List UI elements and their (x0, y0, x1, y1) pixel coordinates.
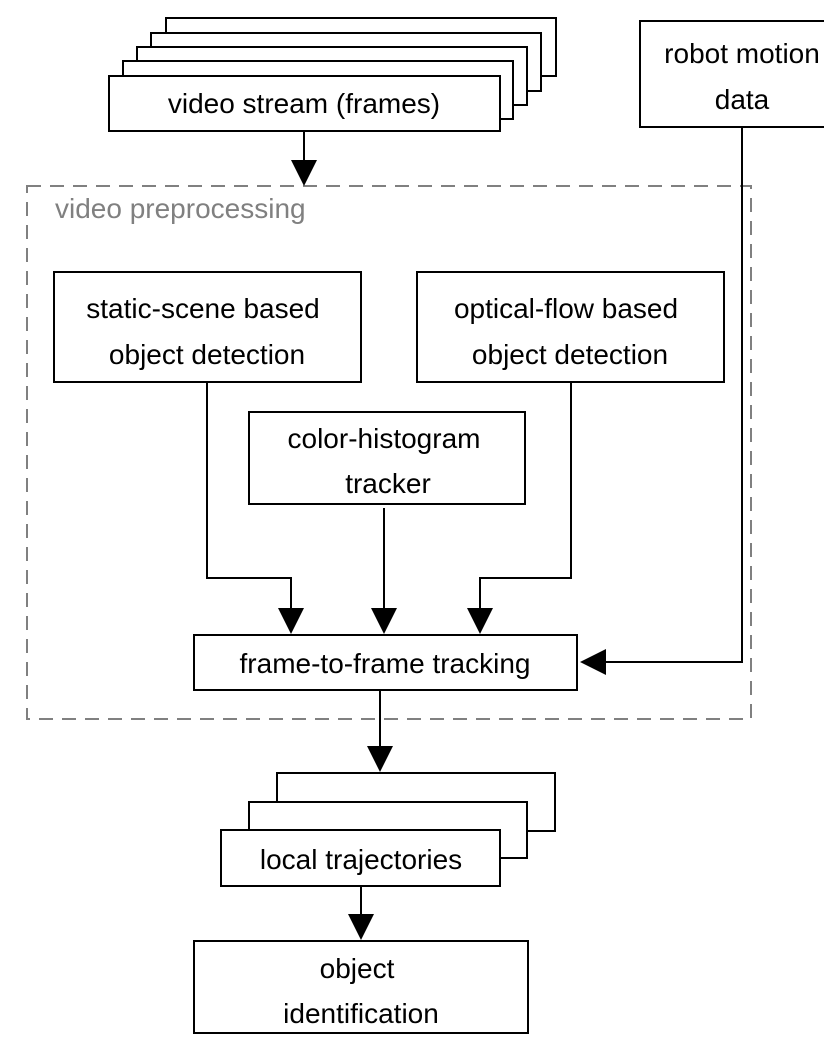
optical-flow-label-line-1: optical-flow based (454, 293, 678, 324)
arrowhead (580, 649, 606, 675)
edge-trajectories-to-identification (348, 886, 374, 940)
arrowhead (367, 746, 393, 772)
color-histogram-label-line-1: color-histogram (288, 423, 481, 454)
static-scene-label-line-2: object detection (109, 339, 305, 370)
object-identification-label-line-1: object (320, 953, 395, 984)
static-scene-detection-node: static-scene based object detection (53, 271, 362, 383)
object-identification-node: object identification (193, 940, 529, 1034)
object-identification-label-line-2: identification (283, 998, 439, 1029)
robot-motion-box (639, 20, 824, 128)
arrowhead (278, 608, 304, 634)
edge-histogram-to-tracking (371, 508, 397, 634)
optical-flow-label-line-2: object detection (472, 339, 668, 370)
edge-static-to-tracking (206, 382, 304, 634)
arrowhead (467, 608, 493, 634)
optical-flow-box (416, 271, 725, 383)
edge-tracking-to-trajectories (367, 690, 393, 772)
arrowhead (291, 160, 317, 186)
color-histogram-box (248, 411, 526, 505)
frame-tracking-label: frame-to-frame tracking (240, 648, 531, 679)
local-trajectories-node: local trajectories (220, 772, 556, 887)
color-histogram-tracker-node: color-histogram tracker (248, 411, 526, 505)
edge-video-to-preprocessing (291, 131, 317, 186)
color-histogram-label-line-2: tracker (345, 468, 431, 499)
frame-tracking-node: frame-to-frame tracking (193, 634, 578, 691)
trajectory-stack-layer-1 (220, 829, 501, 887)
video-preprocessing-group (26, 185, 752, 720)
static-scene-label-line-1: static-scene based (86, 293, 319, 324)
arrowhead (371, 608, 397, 634)
arrowhead (348, 914, 374, 940)
optical-flow-detection-node: optical-flow based object detection (416, 271, 725, 383)
robot-motion-label-line-2: data (715, 84, 770, 115)
video-stream-node: video stream (frames) (108, 17, 557, 132)
video-stream-label: video stream (frames) (168, 88, 440, 119)
edge-robot-to-tracking (580, 127, 743, 675)
local-trajectories-label: local trajectories (260, 844, 462, 875)
robot-motion-node: robot motion data (639, 20, 824, 128)
frame-tracking-box (193, 634, 578, 691)
robot-motion-label-line-1: robot motion (664, 38, 820, 69)
video-preprocessing-label: video preprocessing (55, 193, 306, 224)
edge-optical-to-tracking (467, 382, 572, 634)
object-identification-box (193, 940, 529, 1034)
frame-stack-layer-1 (108, 75, 501, 132)
